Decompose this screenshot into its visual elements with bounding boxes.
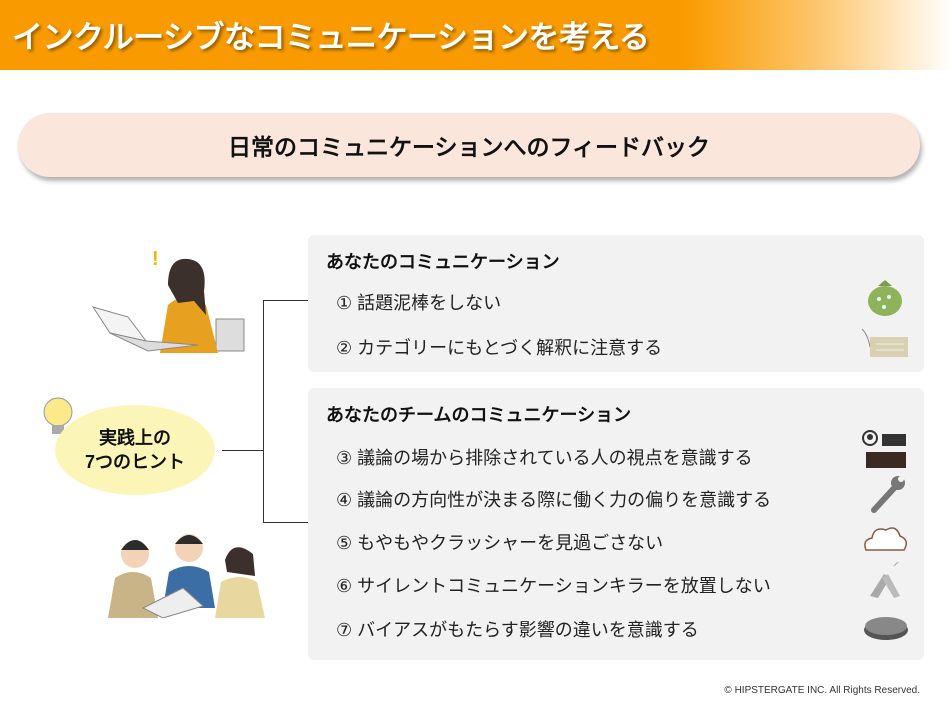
section-banner: 日常のコミュニケーションへのフィードバック: [18, 113, 920, 177]
hint-number: ③: [336, 448, 353, 468]
hint-item: ① 話題泥棒をしない: [336, 289, 501, 315]
team-communication-box: あなたのチームのコミュニケーション ③ 議論の場から排除されている人の視点を意識…: [308, 388, 924, 660]
stone-icon: [864, 617, 908, 640]
excluded-person-icon: [862, 430, 906, 468]
banner-title: 日常のコミュニケーションへのフィードバック: [227, 134, 711, 160]
hints-label-line1: 実践上の: [99, 428, 171, 448]
money-bag-icon: [868, 280, 902, 316]
hint-text: 話題泥棒をしない: [357, 293, 502, 313]
hint-text: カテゴリーにもとづく解釈に注意する: [357, 338, 663, 358]
woman-laptop-illustration: !: [91, 248, 245, 353]
hint-text: バイアスがもたらす影響の違いを意識する: [357, 620, 699, 640]
hints-label: 実践上の 7つのヒント: [55, 405, 215, 495]
exclamation-icon: !: [152, 248, 159, 270]
section-heading: あなたのコミュニケーション: [326, 252, 560, 272]
hint-item: ⑤ もやもやクラッシャーを見過ごさない: [336, 529, 663, 555]
hint-text: サイレントコミュニケーションキラーを放置しない: [357, 576, 771, 596]
your-communication-box: あなたのコミュニケーション ① 話題泥棒をしない ② カテゴリーにもとづく解釈に…: [308, 235, 924, 372]
hint-item: ③ 議論の場から排除されている人の視点を意識する: [336, 444, 753, 470]
copyright: © HIPSTERGATE INC. All Rights Reserved.: [724, 685, 920, 696]
header-bar: インクルーシブなコミュニケーションを考える: [0, 0, 952, 70]
connector-line: [263, 300, 264, 523]
hint-number: ⑦: [336, 620, 353, 640]
team-meeting-illustration: [108, 534, 265, 618]
hint-item: ⑥ サイレントコミュニケーションキラーを放置しない: [336, 572, 771, 598]
tag-icon: [861, 328, 908, 357]
lightbulb-icon: [43, 397, 73, 434]
connector-line: [222, 450, 264, 451]
high-five-icon: [870, 562, 900, 598]
hint-number: ④: [336, 490, 353, 510]
hint-text: 議論の方向性が決まる際に働く力の偏りを意識する: [357, 490, 772, 510]
section-heading: あなたのチームのコミュニケーション: [326, 405, 632, 425]
hint-number: ⑤: [336, 533, 353, 553]
hint-number: ⑥: [336, 576, 353, 596]
cloud-icon: [864, 527, 907, 551]
connector-line: [263, 300, 308, 301]
hints-label-line2: 7つのヒント: [84, 452, 185, 472]
hint-number: ②: [336, 338, 353, 358]
hint-number: ①: [336, 293, 353, 313]
wrench-icon: [871, 476, 905, 513]
connector-line: [263, 522, 308, 523]
hint-text: もやもやクラッシャーを見過ごさない: [357, 533, 664, 553]
hint-text: 議論の場から排除されている人の視点を意識する: [357, 448, 753, 468]
hint-item: ② カテゴリーにもとづく解釈に注意する: [336, 334, 662, 360]
hint-item: ④ 議論の方向性が決まる際に働く力の偏りを意識する: [336, 486, 771, 512]
hint-item: ⑦ バイアスがもたらす影響の違いを意識する: [336, 616, 699, 642]
page-title: インクルーシブなコミュニケーションを考える: [12, 20, 650, 55]
